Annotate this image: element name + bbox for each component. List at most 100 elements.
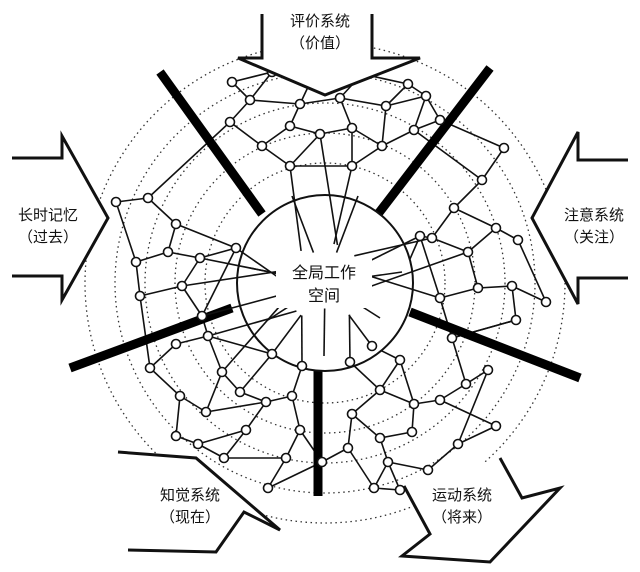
network-edge bbox=[261, 125, 291, 147]
network-node bbox=[482, 364, 494, 376]
network-edge bbox=[139, 295, 151, 369]
workspace-spoke bbox=[221, 296, 289, 373]
network-edge bbox=[319, 127, 353, 135]
network-node bbox=[142, 192, 154, 204]
network-edge bbox=[135, 251, 169, 263]
network-node bbox=[296, 360, 308, 372]
network-node bbox=[202, 330, 214, 342]
network-edge bbox=[431, 237, 469, 253]
network-node bbox=[170, 218, 182, 230]
network-node bbox=[368, 482, 380, 494]
evaluation-label-line2: （价值） bbox=[290, 34, 350, 52]
motor-arrow bbox=[398, 457, 565, 564]
network-edge bbox=[149, 343, 177, 369]
network-node bbox=[266, 348, 278, 360]
network-node bbox=[344, 356, 356, 368]
center-label-line1: 全局工作 bbox=[292, 263, 356, 282]
network-node bbox=[346, 160, 358, 172]
network-node bbox=[382, 456, 394, 468]
network-edge bbox=[239, 353, 273, 393]
divider-bar-4 bbox=[408, 307, 582, 383]
network-node bbox=[374, 432, 386, 444]
network-node bbox=[426, 232, 438, 244]
network-node bbox=[420, 90, 432, 102]
network-node bbox=[414, 230, 426, 242]
network-edge bbox=[427, 443, 459, 471]
network-node bbox=[286, 390, 298, 402]
network-edge bbox=[381, 105, 387, 147]
network-edge bbox=[149, 367, 181, 397]
network-node bbox=[422, 464, 434, 476]
workspace-spoke bbox=[335, 195, 359, 253]
network-edge bbox=[413, 95, 427, 131]
network-edge bbox=[207, 335, 223, 373]
network-node bbox=[294, 424, 306, 436]
network-node bbox=[498, 142, 510, 154]
network-edge bbox=[351, 127, 383, 147]
network-edge bbox=[457, 369, 489, 445]
network-node bbox=[434, 114, 446, 126]
network-node bbox=[376, 140, 388, 152]
workspace-spoke bbox=[363, 273, 441, 299]
dotted-ring-2 bbox=[174, 132, 476, 434]
network-node bbox=[394, 354, 406, 366]
long-term-memory-label-line1: 长时记忆 bbox=[18, 206, 78, 224]
network-edge bbox=[229, 121, 263, 147]
network-edge bbox=[289, 133, 321, 167]
workspace-spoke bbox=[348, 314, 373, 347]
network-edge bbox=[439, 399, 497, 427]
network-edge bbox=[299, 97, 341, 105]
network-edge bbox=[385, 95, 427, 107]
network-node bbox=[316, 456, 328, 468]
network-edge bbox=[453, 179, 483, 209]
network-edge bbox=[207, 335, 273, 355]
network-edge bbox=[139, 285, 183, 297]
network-edge bbox=[197, 429, 247, 445]
network-node bbox=[194, 252, 206, 264]
network-nodes bbox=[110, 64, 552, 496]
network-node bbox=[366, 340, 378, 352]
network-node bbox=[434, 292, 446, 304]
network-edge bbox=[147, 197, 177, 225]
network-edge bbox=[351, 145, 383, 167]
network-node bbox=[110, 196, 122, 208]
attention-label-line2: （关注） bbox=[564, 228, 624, 246]
network-edge bbox=[457, 425, 497, 445]
network-edge bbox=[477, 285, 513, 289]
network-node bbox=[260, 396, 272, 408]
network-node bbox=[460, 378, 472, 390]
network-node bbox=[144, 362, 156, 374]
network-edge bbox=[115, 201, 137, 263]
workspace-spoke bbox=[207, 310, 297, 337]
workspace-spoke bbox=[289, 165, 302, 252]
network-edge bbox=[147, 121, 231, 199]
network-node bbox=[346, 408, 358, 420]
network-node bbox=[346, 122, 358, 134]
network-node bbox=[130, 256, 142, 268]
network-edge bbox=[511, 285, 517, 321]
motor-label-line2: （将来） bbox=[432, 508, 492, 526]
network-edge bbox=[249, 71, 273, 101]
network-edge bbox=[223, 429, 247, 459]
network-node bbox=[226, 76, 238, 88]
network-node bbox=[256, 140, 268, 152]
network-node bbox=[230, 242, 242, 254]
network-node bbox=[162, 246, 174, 258]
workspace-spoke bbox=[364, 251, 469, 290]
network-node bbox=[314, 128, 326, 140]
network-edge bbox=[245, 401, 267, 431]
network-edge bbox=[413, 129, 483, 181]
network-node bbox=[234, 386, 246, 398]
network-edge bbox=[175, 395, 181, 437]
network-edge bbox=[267, 457, 287, 489]
workspace-spoke bbox=[291, 195, 315, 253]
network-edge bbox=[439, 287, 479, 299]
network-edge bbox=[201, 247, 237, 317]
network-node bbox=[452, 438, 464, 450]
network-node bbox=[408, 398, 420, 410]
network-edge bbox=[379, 431, 413, 439]
network-edge bbox=[181, 257, 201, 287]
network-edge bbox=[453, 207, 497, 229]
dotted-ring-3 bbox=[144, 102, 506, 464]
network-edge bbox=[379, 389, 415, 405]
